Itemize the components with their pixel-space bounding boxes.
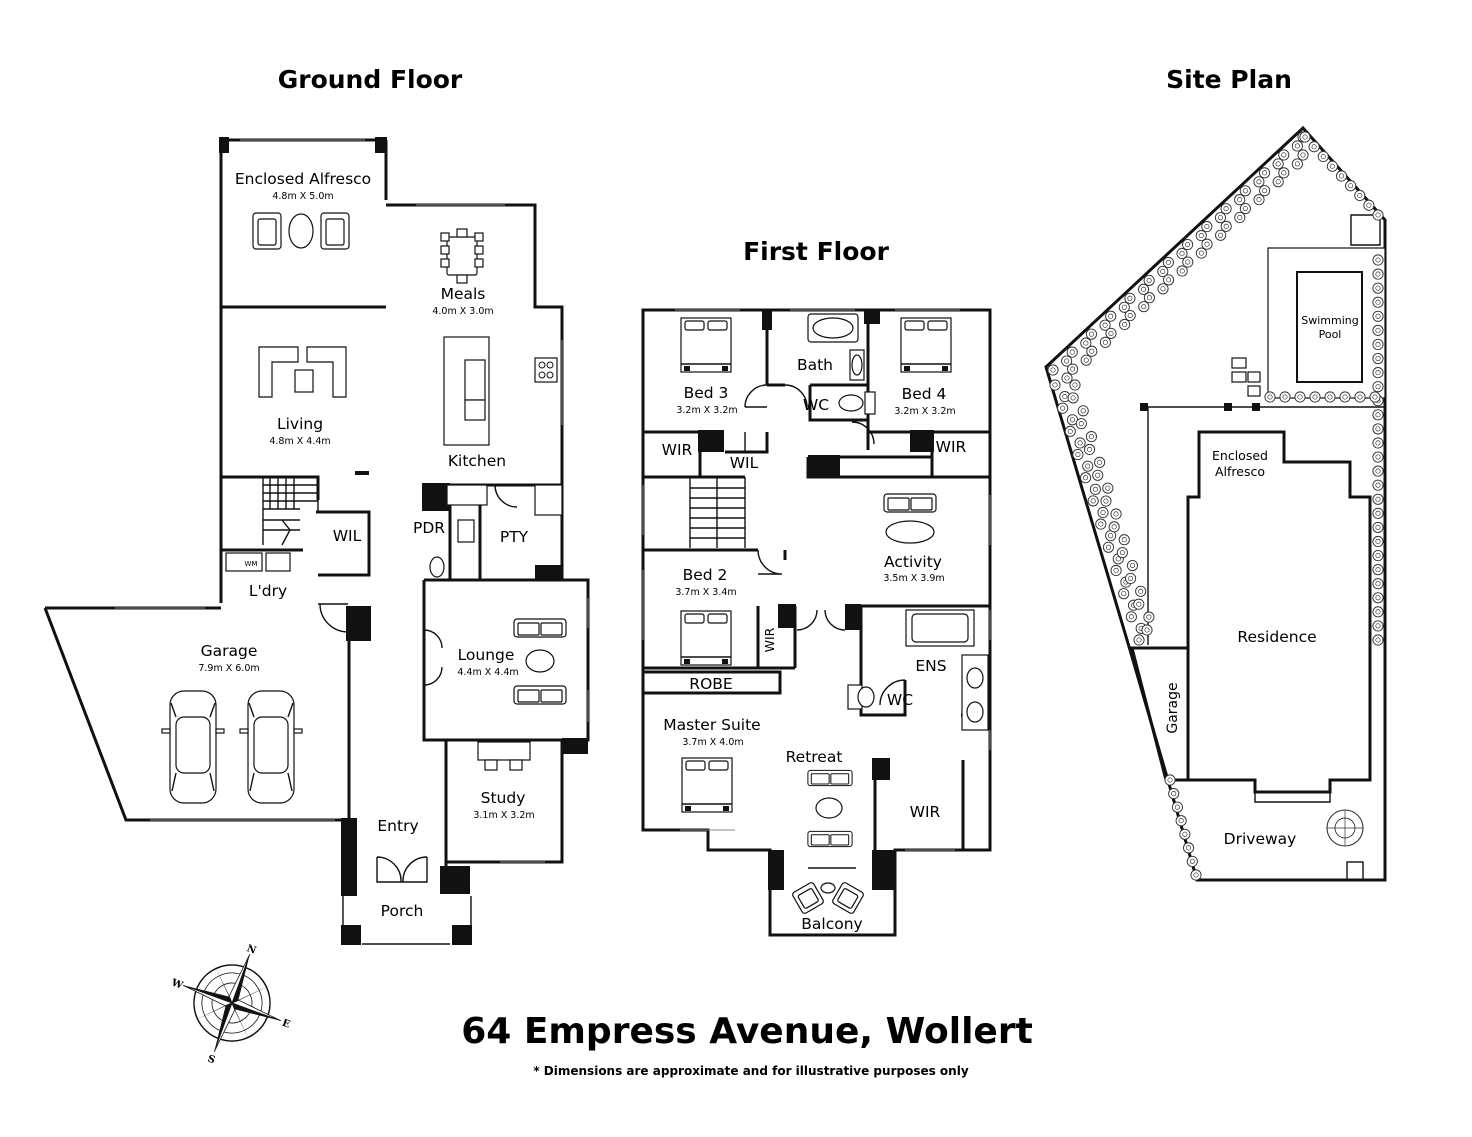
room-label-porch: Porch — [381, 902, 424, 920]
room-label-study: Study — [481, 789, 526, 807]
first-floor-plan: Bed 3 3.2m X 3.2m Bath WC Bed 4 3.2m X 3… — [641, 308, 992, 937]
room-label-living: Living — [277, 415, 323, 433]
compass-n: N — [245, 943, 257, 956]
ground-floor-heading: Ground Floor — [278, 65, 463, 94]
room-label-master-suite: Master Suite — [663, 716, 760, 734]
room-label-garage: Garage — [201, 642, 258, 660]
room-label-wc: WC — [803, 396, 829, 414]
hedge-icon — [1047, 131, 1384, 881]
site-label-driveway: Driveway — [1224, 830, 1297, 848]
room-label-lounge: Lounge — [458, 646, 515, 664]
room-label-ens: ENS — [915, 657, 946, 675]
site-plan-heading: Site Plan — [1166, 65, 1292, 94]
room-label-retreat: Retreat — [786, 748, 843, 766]
site-label-residence: Residence — [1237, 628, 1316, 646]
room-label-wir-master: WIR — [910, 803, 941, 821]
car-icon — [161, 690, 303, 804]
site-label-pool-line1: Swimming — [1301, 314, 1358, 327]
room-label-balcony: Balcony — [801, 915, 862, 933]
room-dim-enclosed-alfresco: 4.8m X 5.0m — [272, 191, 333, 202]
compass-e: E — [281, 1018, 292, 1031]
room-label-wil: WIL — [333, 527, 362, 545]
room-label-bath: Bath — [797, 356, 833, 374]
room-label-wir-bed2: WIR — [762, 627, 777, 652]
property-address: 64 Empress Avenue, Wollert — [461, 1011, 1033, 1052]
room-dim-meals: 4.0m X 3.0m — [432, 306, 493, 317]
room-label-pdr: PDR — [413, 519, 445, 537]
first-floor-heading: First Floor — [743, 237, 890, 266]
room-dim-lounge: 4.4m X 4.4m — [457, 667, 518, 678]
living-sofa-icon — [258, 346, 347, 398]
room-label-pty: PTY — [500, 528, 529, 546]
room-label-bed4: Bed 4 — [902, 385, 947, 403]
disclaimer: * Dimensions are approximate and for ill… — [533, 1064, 968, 1078]
room-dim-bed4: 3.2m X 3.2m — [894, 406, 955, 417]
site-label-pool-line2: Pool — [1319, 328, 1342, 341]
room-label-bed2: Bed 2 — [683, 566, 728, 584]
room-label-wir-bed4: WIR — [936, 438, 967, 456]
tree-icon — [1326, 809, 1364, 847]
room-dim-bed3: 3.2m X 3.2m — [676, 405, 737, 416]
compass-s: S — [206, 1053, 217, 1066]
room-dim-living: 4.8m X 4.4m — [269, 436, 330, 447]
room-label-meals: Meals — [441, 285, 486, 303]
room-label-laundry: L'dry — [249, 582, 287, 600]
room-dim-garage: 7.9m X 6.0m — [198, 663, 259, 674]
site-label-alfresco-line2: Alfresco — [1215, 464, 1265, 479]
room-dim-study: 3.1m X 3.2m — [473, 810, 534, 821]
compass-rose-icon: N S E W — [169, 943, 292, 1066]
room-label-wc-ens: WC — [887, 691, 913, 709]
site-label-alfresco-line1: Enclosed — [1212, 448, 1268, 463]
washing-machine-label: WM — [245, 560, 258, 568]
room-dim-master-suite: 3.7m X 4.0m — [682, 737, 743, 748]
room-label-entry: Entry — [377, 817, 418, 835]
room-label-kitchen: Kitchen — [448, 452, 506, 470]
site-label-garage: Garage — [1165, 682, 1181, 733]
room-label-wil-first: WIL — [730, 454, 759, 472]
ground-floor-plan: Enclosed Alfresco 4.8m X 5.0m Meals 4.0m… — [43, 137, 590, 945]
compass-w: W — [169, 977, 185, 992]
room-dim-bed2: 3.7m X 3.4m — [675, 587, 736, 598]
room-label-enclosed-alfresco: Enclosed Alfresco — [235, 170, 371, 188]
room-label-robe: ROBE — [689, 675, 732, 693]
room-dim-activity: 3.5m X 3.9m — [883, 573, 944, 584]
room-label-bed3: Bed 3 — [684, 384, 729, 402]
site-plan: Swimming Pool Enclosed Alfresco Residenc… — [1044, 125, 1387, 882]
room-label-wir-bed3: WIR — [662, 441, 693, 459]
room-label-activity: Activity — [884, 553, 942, 571]
